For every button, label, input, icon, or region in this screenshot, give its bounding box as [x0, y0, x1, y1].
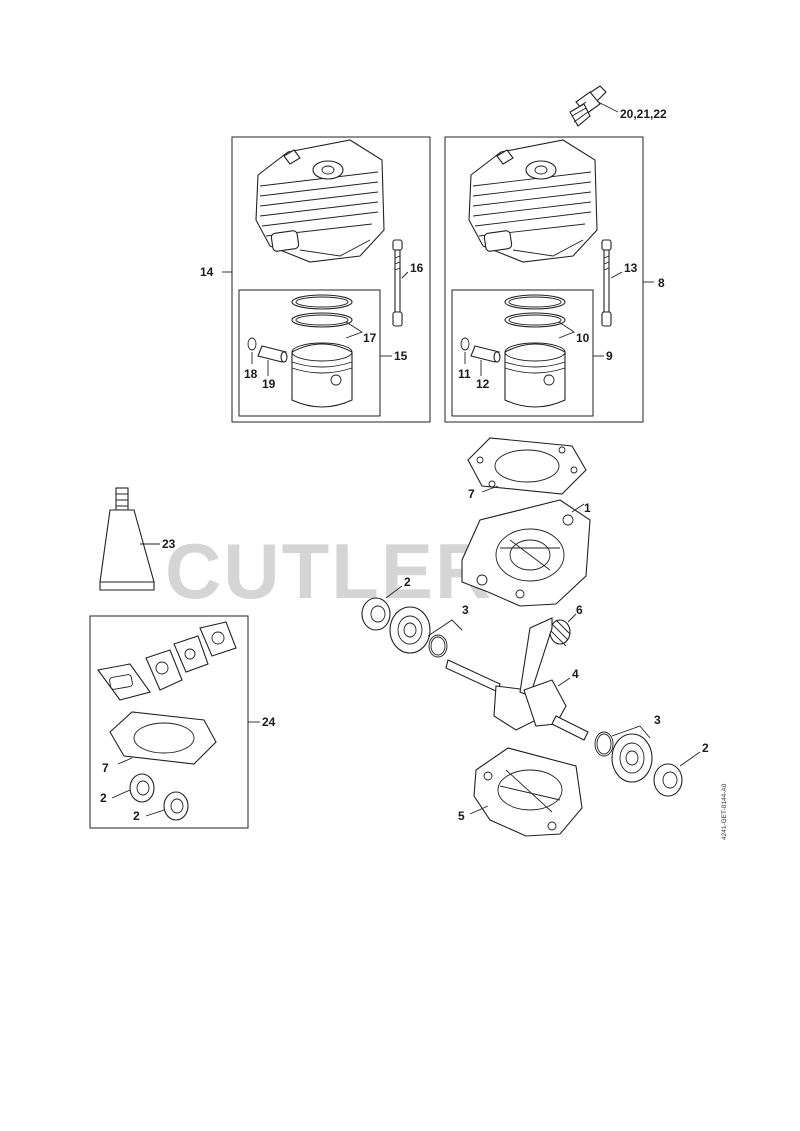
- label-2-right: 2: [702, 741, 709, 755]
- needle-cage-6[interactable]: [549, 619, 571, 647]
- label-7-kit: 7: [102, 761, 109, 775]
- label-24: 24: [262, 715, 276, 729]
- oil-seal-kit-b[interactable]: [163, 791, 189, 821]
- label-9: 9: [606, 349, 613, 363]
- label-1: 1: [584, 501, 591, 515]
- label-2-upper: 2: [404, 575, 411, 589]
- piston-9[interactable]: [504, 342, 566, 408]
- gasket-set[interactable]: [97, 621, 237, 765]
- label-11: 11: [458, 367, 471, 381]
- label-23: 23: [162, 537, 176, 551]
- piston-rings-17[interactable]: [291, 294, 353, 328]
- crankcase-half-5[interactable]: [473, 747, 583, 837]
- label-19: 19: [262, 377, 276, 391]
- crankshaft-4[interactable]: [445, 617, 589, 741]
- circlip-18[interactable]: [247, 337, 257, 351]
- piston-kit-box-15: [238, 289, 381, 417]
- cylinder-kit-box-8: [444, 136, 644, 423]
- oil-seal-2-right[interactable]: [653, 763, 683, 797]
- label-8: 8: [658, 276, 665, 290]
- label-3-right: 3: [654, 713, 661, 727]
- label-5: 5: [458, 809, 465, 823]
- circlip-11[interactable]: [460, 337, 470, 351]
- label-6: 6: [576, 603, 583, 617]
- ball-bearing-3-left[interactable]: [389, 606, 431, 654]
- piston-15[interactable]: [291, 342, 353, 408]
- label-2-kit-b: 2: [133, 809, 140, 823]
- oil-seal-2-upper[interactable]: [361, 597, 391, 631]
- cylinder-kit-box-14: [231, 136, 431, 423]
- drawing-reference: 4241-GET-0144-A0: [721, 783, 728, 840]
- oil-seal-kit-a[interactable]: [129, 773, 155, 803]
- piston-pin-12[interactable]: [470, 345, 501, 363]
- label-13: 13: [624, 261, 638, 275]
- label-18: 18: [244, 367, 258, 381]
- label-12: 12: [476, 377, 490, 391]
- piston-kit-box-9: [451, 289, 594, 417]
- label-14: 14: [200, 265, 214, 279]
- label-17: 17: [363, 331, 377, 345]
- crankcase-half-1[interactable]: [461, 499, 591, 607]
- label-2-kit-a: 2: [100, 791, 107, 805]
- label-4: 4: [572, 667, 579, 681]
- label-10: 10: [576, 331, 590, 345]
- cylinder-bolt-16[interactable]: [392, 239, 403, 327]
- piston-rings-10[interactable]: [504, 294, 566, 328]
- cylinder-8[interactable]: [468, 139, 598, 263]
- cylinder-14[interactable]: [255, 139, 385, 263]
- label-15: 15: [394, 349, 408, 363]
- label-3-left: 3: [462, 603, 469, 617]
- spark-plug[interactable]: [569, 85, 607, 127]
- label-7-top: 7: [468, 487, 475, 501]
- cylinder-bolt-13[interactable]: [601, 239, 612, 327]
- cylinder-gasket-7[interactable]: [467, 437, 587, 495]
- label-20-21-22: 20,21,22: [620, 107, 667, 121]
- leader-line: [597, 101, 619, 113]
- grease-tube-23[interactable]: [99, 487, 155, 591]
- ball-bearing-3-right[interactable]: [611, 733, 653, 783]
- circlip-3-right[interactable]: [594, 731, 614, 757]
- piston-pin-19[interactable]: [257, 345, 288, 363]
- circlip-3-left[interactable]: [428, 634, 448, 658]
- label-16: 16: [410, 261, 424, 275]
